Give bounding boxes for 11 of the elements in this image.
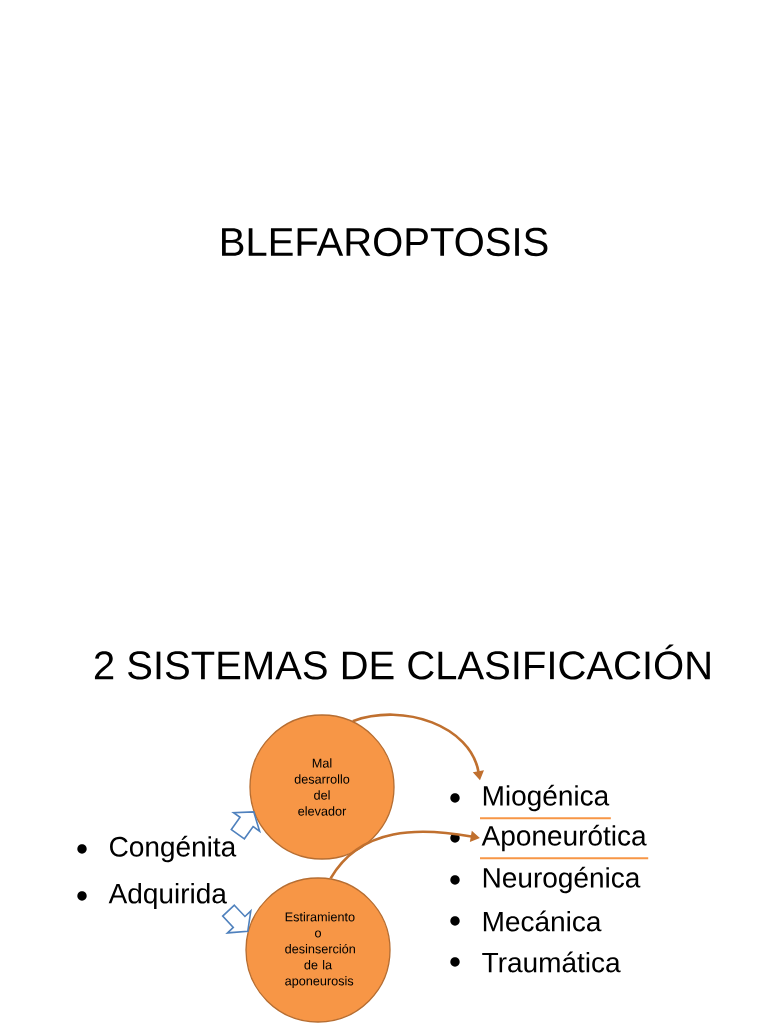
list-item: Congénita (110, 835, 237, 863)
heading: 2 SISTEMAS DE CLASIFICACIÓN (94, 644, 710, 680)
list-item: Aponeurótica (479, 824, 650, 860)
title: BLEFAROPTOSIS (222, 227, 548, 257)
list-item: Adquirida (108, 882, 227, 910)
list-item: Miogénica (479, 784, 612, 820)
block-arrow (221, 904, 252, 934)
list-item: Traumática (482, 951, 621, 973)
block-arrow (230, 811, 262, 840)
list-item: Neurogénica (483, 866, 641, 894)
list-item: Mecánica (483, 910, 602, 932)
